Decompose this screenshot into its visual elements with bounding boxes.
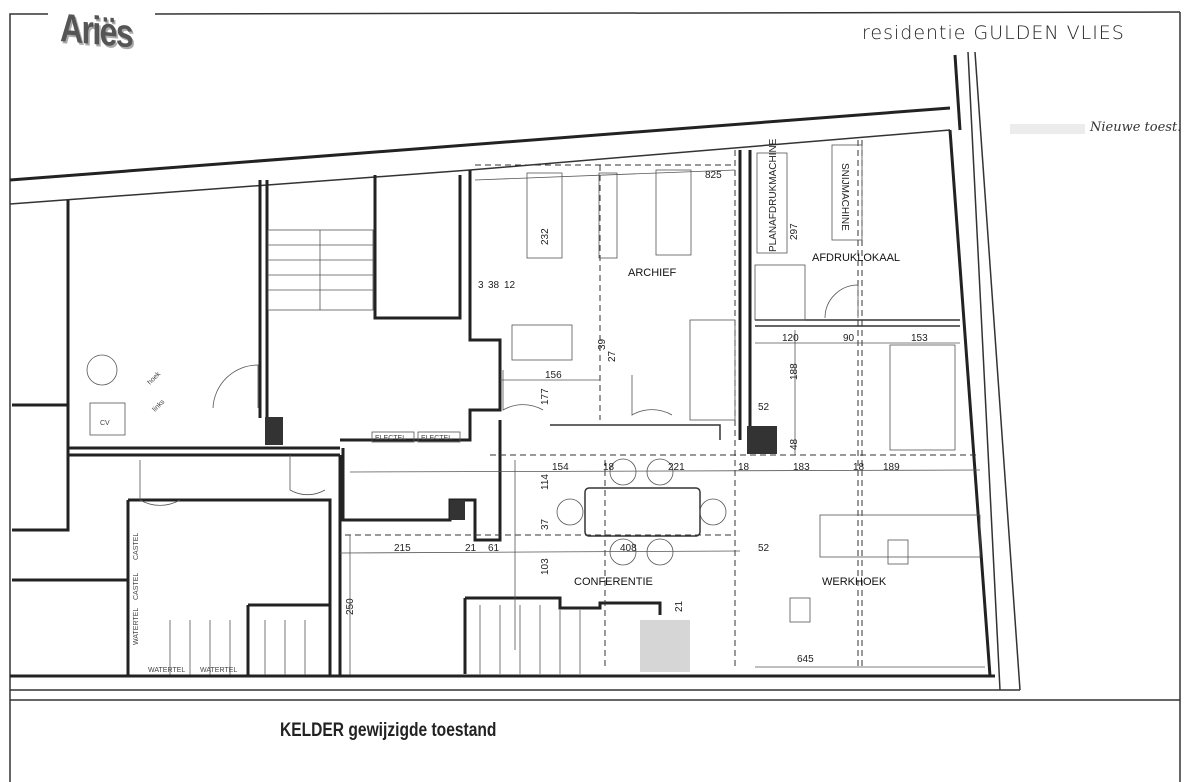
castel-label-2: CASTEL [133, 573, 140, 600]
dim: 153 [911, 333, 928, 344]
dim: 21 [465, 543, 477, 554]
staircase [169, 229, 581, 675]
dim: 188 [789, 363, 800, 380]
dim: 103 [540, 558, 551, 575]
dim: 27 [607, 350, 618, 362]
dim: 37 [540, 518, 551, 530]
room-label-conferentie: CONFERENTIE [574, 576, 653, 588]
project-title: residentie GULDEN VLIES [862, 22, 1125, 44]
printer-machines [756, 144, 863, 254]
dim: 408 [620, 543, 637, 554]
boiler: CV hoek links [86, 354, 167, 436]
dim: 61 [488, 543, 500, 554]
dim: 215 [394, 543, 411, 554]
dim: 232 [540, 228, 551, 245]
dashed-grid [345, 140, 980, 670]
snijmachine-label: SNIJMACHINE [839, 163, 850, 231]
room-label-afdruklokaal: AFDRUKLOKAAL [812, 252, 900, 264]
handwritten-note: Nieuwe toest. [1090, 120, 1182, 135]
hoek-label: hoek [146, 370, 162, 386]
dim: 221 [668, 462, 685, 473]
dim: 297 [789, 223, 800, 240]
dim: 12 [504, 280, 516, 291]
doors [139, 284, 859, 506]
links-label: links [151, 398, 166, 413]
watertel-label-2: WATERTEL [200, 667, 237, 674]
dim: 120 [782, 333, 799, 344]
castel-label-1: CASTEL [133, 533, 140, 560]
room-label-archief: ARCHIEF [628, 267, 677, 279]
electel-label-2: ELECTEL [421, 435, 452, 442]
dim: 177 [540, 388, 551, 405]
dim: 21 [674, 600, 685, 612]
dim: 48 [789, 438, 800, 450]
redacted-mark [1010, 124, 1085, 134]
dimension-labels: 825 232 297 3 38 12 120 90 153 156 177 1… [345, 170, 928, 665]
cv-label: CV [100, 420, 110, 427]
outer-walls [9, 51, 1021, 691]
electel-label-1: ELECTEL [375, 435, 406, 442]
dim: 114 [540, 474, 551, 490]
dim: 18 [603, 462, 615, 473]
sheet-frame [9, 11, 1181, 782]
watertel-label-1: WATERTEL [148, 667, 185, 674]
meter-labels: ELECTEL ELECTEL CASTEL CASTEL WATERTEL W… [133, 431, 461, 674]
watertel-label-v: WATERTEL [133, 608, 140, 645]
dim: 250 [345, 598, 356, 615]
dim: 38 [488, 280, 500, 291]
dim: 154 [552, 462, 569, 473]
dim: 189 [883, 462, 900, 473]
room-label-werkhoek: WERKHOEK [822, 576, 887, 588]
planafdrukmachine-label: PLANAFDRUKMACHINE [768, 138, 779, 252]
dim: 39 [597, 338, 608, 350]
dim: 18 [738, 462, 750, 473]
dim: 645 [797, 654, 814, 665]
interior-walls [12, 150, 960, 675]
dimension-lines [339, 169, 985, 675]
dim: 52 [758, 402, 770, 413]
drawing-caption: KELDER gewijzigde toestand [280, 720, 497, 741]
work-desk [789, 514, 981, 623]
archive-racks [511, 169, 956, 451]
dim: 52 [758, 543, 770, 554]
lift-grid [640, 620, 690, 672]
dim: 183 [793, 462, 810, 473]
dim: 3 [478, 280, 484, 291]
dim: 156 [545, 370, 562, 381]
dim: 90 [843, 333, 855, 344]
dim: 18 [853, 462, 865, 473]
conference-table [556, 458, 727, 566]
dim: 825 [705, 170, 722, 181]
